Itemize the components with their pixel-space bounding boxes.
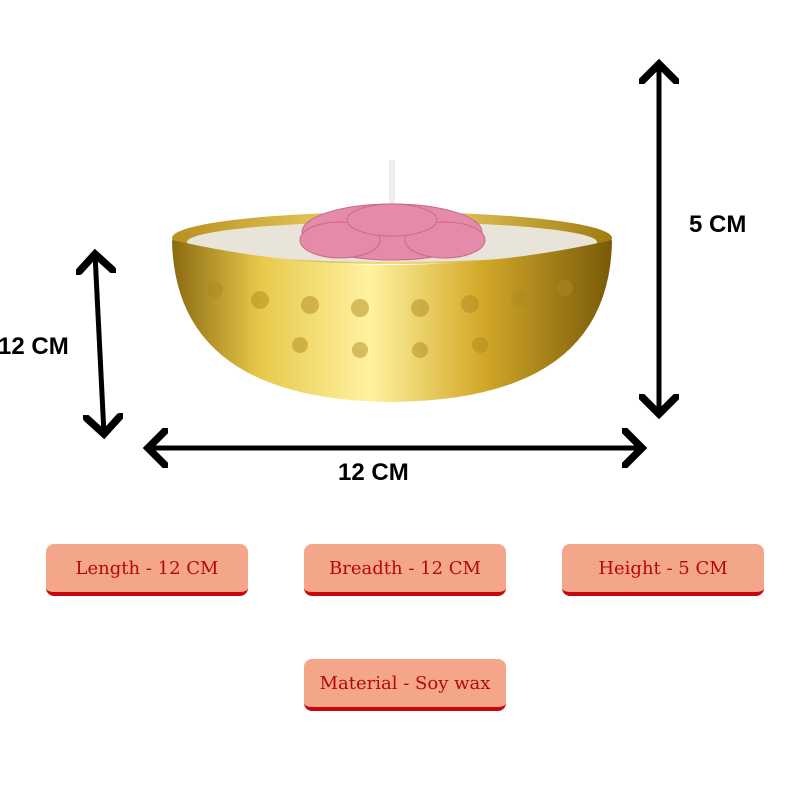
height-spec-badge: Height - 5 CM [562, 544, 764, 596]
side-dimension-label: 12 CM [0, 333, 69, 360]
material-spec-badge: Material - Soy wax [304, 659, 506, 711]
candle-bowl [172, 160, 612, 402]
breadth-spec-badge: Breadth - 12 CM [304, 544, 506, 596]
lotus-wax-flower [299, 203, 486, 261]
length-spec-badge: Length - 12 CM [46, 544, 248, 596]
height-dimension-label: 5 CM [689, 211, 747, 238]
width-dimension-label: 12 CM [338, 459, 409, 486]
side-arrow [95, 254, 104, 434]
